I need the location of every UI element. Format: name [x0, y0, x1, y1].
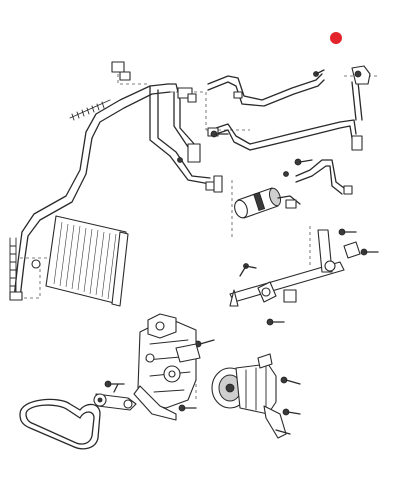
bolt-12 [282, 408, 301, 416]
bolt-3 [294, 158, 313, 166]
bolt-1 [210, 130, 229, 138]
refrigerant-hose-lines [9, 73, 363, 299]
clamp-mid-lower [187, 143, 201, 163]
receiver-drier [234, 187, 301, 219]
mounting-bracket-bar [229, 229, 361, 307]
tensioner-arm [93, 383, 137, 411]
bolt-2 [313, 69, 325, 77]
bolt-5 [338, 228, 357, 236]
condenser [9, 215, 129, 307]
compressor-mount-bracket [133, 313, 201, 421]
bolt-10 [104, 380, 125, 388]
clamp-top-left [111, 61, 125, 73]
bolt-11 [280, 376, 301, 385]
bolt-6 [360, 248, 379, 256]
red-dot-marker [330, 32, 342, 44]
clamp-center [177, 87, 193, 99]
bolt-8 [266, 318, 285, 326]
bolt-14 [177, 157, 183, 163]
drive-belt [19, 398, 101, 450]
bolts [104, 69, 379, 416]
bolt-4 [283, 171, 289, 177]
fitting-right [351, 135, 363, 151]
ac-compressor [211, 353, 291, 439]
bolt-13 [178, 404, 197, 412]
bolt-9 [194, 339, 215, 348]
clamp-top-left-nut [119, 71, 131, 81]
hose-ribbing [71, 101, 105, 121]
